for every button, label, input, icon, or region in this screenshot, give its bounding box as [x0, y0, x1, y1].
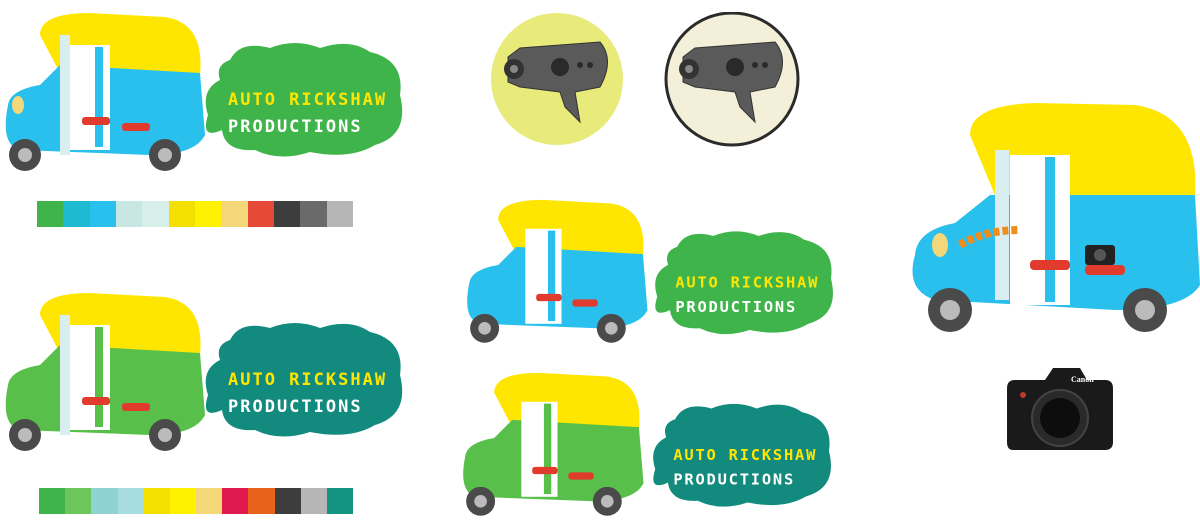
swatch	[142, 201, 169, 227]
swatch	[169, 488, 197, 514]
swatch	[273, 201, 301, 227]
swatch	[143, 488, 170, 514]
swatch	[326, 201, 353, 227]
logo-cloud-green-small: AUTO RICKSHAW PRODUCTIONS	[653, 403, 831, 507]
rickshaw-illustration-large	[912, 103, 1200, 332]
brand-line2: PRODUCTIONS	[228, 397, 363, 417]
swatch	[300, 488, 327, 514]
swatch	[274, 488, 301, 514]
swatch	[326, 488, 354, 514]
swatch	[39, 488, 66, 514]
swatch	[300, 201, 327, 227]
swatch	[194, 201, 222, 227]
dslr-camera-icon: Canon	[1007, 368, 1113, 450]
color-palette-blue	[37, 201, 353, 227]
swatch	[196, 488, 223, 514]
logo-cloud-blue: AUTO RICKSHAW PRODUCTIONS	[205, 43, 403, 157]
camera-brand: Canon	[1071, 375, 1094, 384]
brand-line1: AUTO RICKSHAW	[228, 90, 387, 110]
rickshaw-illustration-blue	[5, 13, 206, 171]
color-palette-green	[39, 488, 354, 514]
rickshaw-illustration-green	[5, 293, 206, 451]
brand-line2: PRODUCTIONS	[228, 117, 363, 137]
swatch	[65, 488, 92, 514]
swatch	[117, 488, 144, 514]
rickshaw-illustration-green-small	[463, 372, 644, 516]
brand-line1: AUTO RICKSHAW	[228, 370, 387, 390]
swatch	[222, 488, 249, 514]
swatch	[91, 488, 118, 514]
swatch	[168, 201, 195, 227]
swatch	[63, 201, 90, 227]
film-camera-icon-dark	[664, 12, 800, 147]
swatch	[248, 488, 275, 514]
logo-cloud-blue-small: AUTO RICKSHAW PRODUCTIONS	[655, 231, 833, 335]
brand-line2: PRODUCTIONS	[673, 470, 795, 488]
brand-line1: AUTO RICKSHAW	[673, 446, 817, 464]
swatch	[221, 201, 248, 227]
swatch	[37, 201, 64, 227]
rickshaw-illustration-blue-small	[467, 199, 648, 343]
brand-line1: AUTO RICKSHAW	[675, 274, 819, 292]
swatch	[115, 201, 143, 227]
swatch	[89, 201, 116, 227]
film-camera-icon	[491, 13, 623, 145]
swatch	[247, 201, 274, 227]
brand-line2: PRODUCTIONS	[675, 298, 797, 316]
logo-cloud-green: AUTO RICKSHAW PRODUCTIONS	[205, 323, 403, 437]
